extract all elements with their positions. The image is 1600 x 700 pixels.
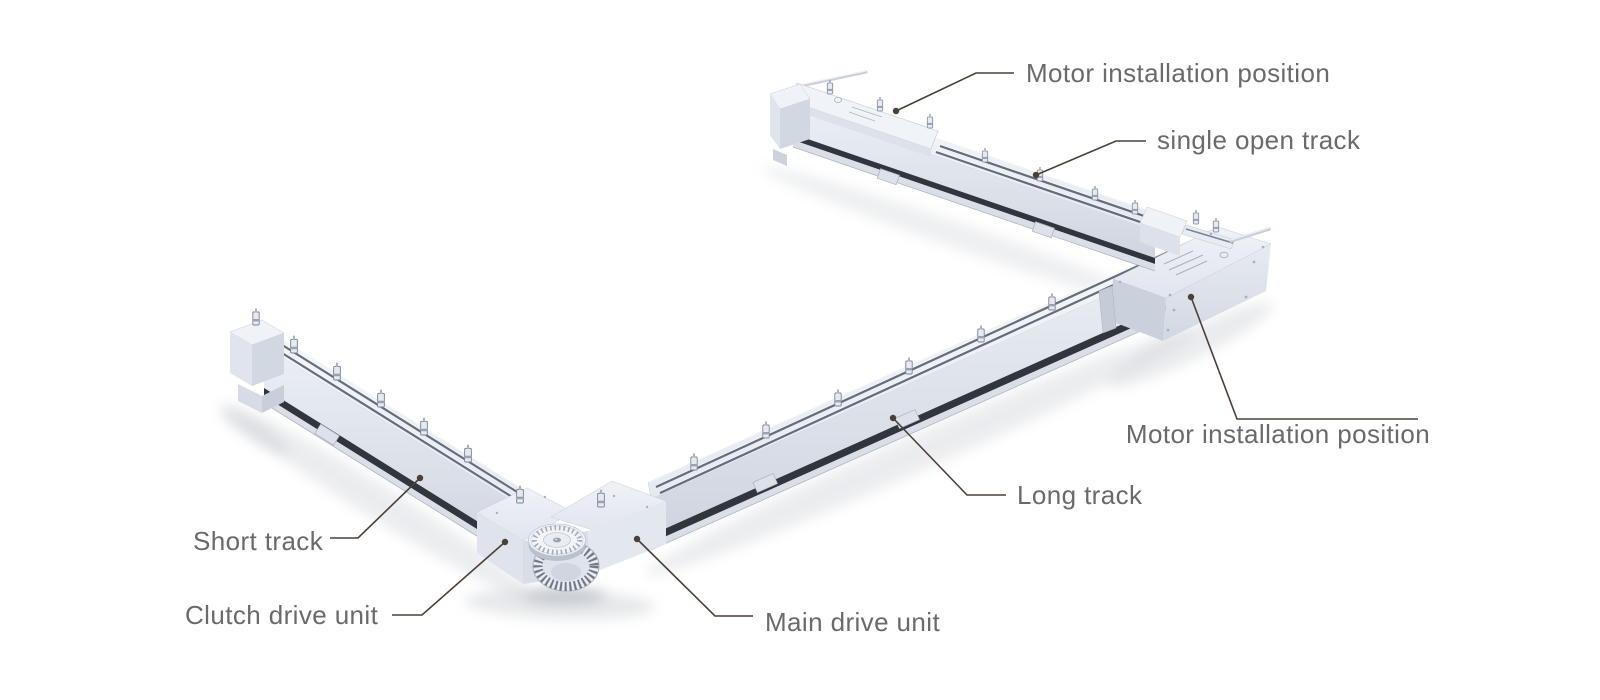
long-track-graphic [647, 226, 1222, 551]
clutch-dial [528, 523, 586, 561]
leader-long-track [892, 417, 1006, 496]
short-track-graphic [229, 308, 525, 564]
callout-dot [633, 535, 641, 543]
short-track-end-cap [229, 308, 285, 413]
leader-motor-position-top [895, 72, 1014, 112]
leader-motor-position-right [1190, 296, 1418, 420]
callout-dots [416, 107, 1195, 546]
corner-drive-unit-graphic [476, 480, 667, 592]
leader-clutch-drive-unit [392, 541, 506, 616]
callout-dot [889, 414, 897, 422]
rail-clip [290, 335, 298, 354]
motor-box-front [1163, 244, 1271, 341]
callout-dot [501, 538, 509, 546]
single-track-right-cap [1139, 206, 1188, 256]
callout-dot [1032, 171, 1040, 179]
label-main-drive-unit: Main drive unit [765, 607, 941, 637]
main-drive-housing-front [588, 501, 666, 574]
short-track-fascia [264, 346, 520, 548]
leader-short-track [330, 477, 421, 539]
label-clutch-drive-unit: Clutch drive unit [185, 600, 379, 630]
single-track-slot [793, 134, 1155, 264]
motor-box-graphic [1098, 209, 1272, 341]
callout-dot [892, 107, 900, 115]
motor-box-rod [1229, 227, 1271, 243]
single-track-fascia [793, 107, 1155, 258]
label-single-open-track: single open track [1157, 125, 1361, 155]
callout-dot [1187, 293, 1195, 301]
clutch-housing-front [477, 512, 523, 584]
leader-single-open-track [1035, 140, 1146, 176]
callout-dot [416, 474, 424, 482]
single-open-track-graphic [769, 70, 1188, 272]
rail-clip [377, 389, 385, 408]
track-rod [798, 70, 868, 88]
single-track-end-cap [769, 83, 811, 166]
rail-clip [333, 362, 341, 381]
long-track-fascia [651, 244, 1221, 535]
label-long-track: Long track [1017, 480, 1143, 510]
motor-plate-graphic [789, 82, 939, 157]
leader-lines [330, 72, 1418, 617]
rail-clip [464, 444, 472, 463]
long-track-slot [651, 280, 1221, 543]
rail-clip [420, 417, 428, 436]
label-motor-installation-position-top: Motor installation position [1026, 58, 1331, 88]
label-short-track: Short track [193, 526, 324, 556]
leader-main-drive-unit [636, 538, 753, 617]
label-motor-installation-position-right: Motor installation position [1125, 419, 1431, 449]
floor-shadows [220, 166, 1273, 620]
